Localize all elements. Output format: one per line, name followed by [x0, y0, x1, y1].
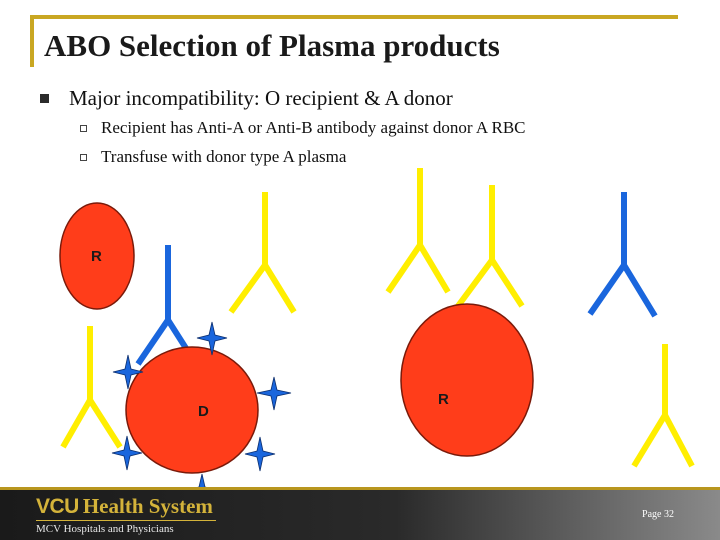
hollow-square-bullet-icon	[80, 124, 87, 132]
antigen-star-icon	[111, 435, 143, 471]
logo-primary: VCU	[36, 495, 79, 518]
donor-cell	[125, 346, 259, 474]
antibody-icon	[631, 344, 695, 468]
slide-title: ABO Selection of Plasma products	[44, 28, 500, 63]
hollow-square-bullet-icon	[80, 153, 87, 161]
antibody-icon	[228, 192, 297, 314]
cell-label: R	[91, 248, 102, 265]
sub-bullet-text: Recipient has Anti-A or Anti-B antibody …	[101, 118, 526, 137]
antibody-icon	[60, 326, 123, 449]
footer-stripe	[0, 487, 720, 490]
frame-left-rule	[30, 15, 34, 67]
footer-bar	[0, 487, 720, 540]
page-number: Page 32	[642, 509, 674, 520]
vcu-logo: VCU Health System MCV Hospitals and Phys…	[36, 494, 216, 535]
antigen-star-icon	[256, 376, 292, 411]
logo-subtitle: MCV Hospitals and Physicians	[36, 523, 174, 535]
antibody-icon	[385, 168, 451, 294]
yellow-antibodies	[60, 168, 695, 468]
recipient-cell-right	[400, 303, 534, 457]
recipient-cell-left	[59, 202, 135, 310]
antigen-star-icon	[196, 321, 228, 356]
antibody-icon	[455, 185, 525, 308]
antigen-star-icon	[244, 436, 276, 472]
bullet-major-incompatibility: Major incompatibility: O recipient & A d…	[40, 86, 453, 111]
blue-antibodies	[135, 192, 658, 366]
antibody-icon	[135, 245, 199, 366]
bullet-text: Major incompatibility: O recipient & A d…	[69, 86, 453, 110]
antibody-icon	[587, 192, 658, 318]
square-bullet-icon	[40, 94, 49, 103]
logo-secondary: Health System	[82, 494, 213, 518]
antigen-star-icon	[112, 354, 144, 390]
logo-divider	[36, 520, 216, 521]
cell-label: D	[198, 403, 209, 420]
sub-bullet-recipient: Recipient has Anti-A or Anti-B antibody …	[80, 118, 526, 138]
sub-bullet-text: Transfuse with donor type A plasma	[101, 147, 347, 166]
frame-top-rule	[30, 15, 678, 19]
cell-label: R	[438, 391, 449, 408]
sub-bullet-transfuse: Transfuse with donor type A plasma	[80, 147, 346, 167]
